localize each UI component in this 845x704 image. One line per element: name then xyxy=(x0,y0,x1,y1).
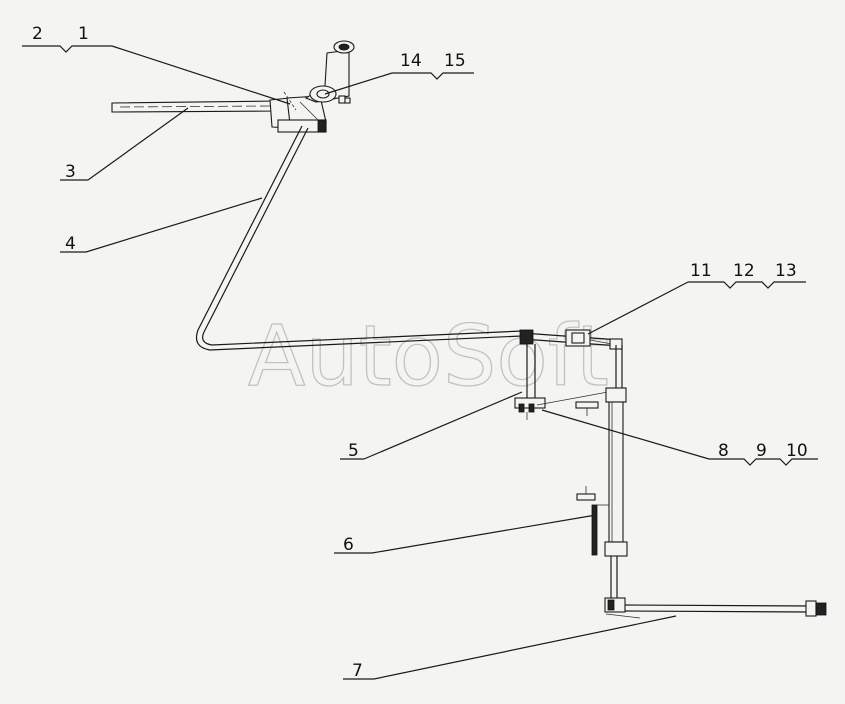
main-rod xyxy=(195,125,523,351)
callout-10: 10 xyxy=(786,441,808,461)
watermark: AutoSoft xyxy=(248,307,609,405)
lower-arm xyxy=(576,486,609,556)
upper-coupling xyxy=(519,329,623,350)
callout-13: 13 xyxy=(775,261,797,281)
callout-5: 5 xyxy=(348,441,359,461)
hand-lever xyxy=(304,40,355,104)
intermediate-link xyxy=(514,344,609,420)
vertical-shaft xyxy=(575,345,628,600)
callout-labels: 2 1 14 15 3 4 11 12 13 5 8 9 10 6 7 xyxy=(32,24,808,681)
callout-1: 1 xyxy=(78,24,89,44)
callout-7: 7 xyxy=(352,661,363,681)
callout-14: 14 xyxy=(400,51,422,71)
callout-12: 12 xyxy=(733,261,755,281)
callout-9: 9 xyxy=(756,441,767,461)
callout-4: 4 xyxy=(65,234,76,254)
callout-3: 3 xyxy=(65,162,76,182)
callout-8: 8 xyxy=(718,441,729,461)
leader-lines xyxy=(22,45,818,680)
callout-2: 2 xyxy=(32,24,43,44)
mounting-bracket xyxy=(111,100,280,113)
bottom-rod xyxy=(604,597,827,619)
callout-6: 6 xyxy=(343,535,354,555)
callout-11: 11 xyxy=(690,261,712,281)
callout-15: 15 xyxy=(444,51,466,71)
